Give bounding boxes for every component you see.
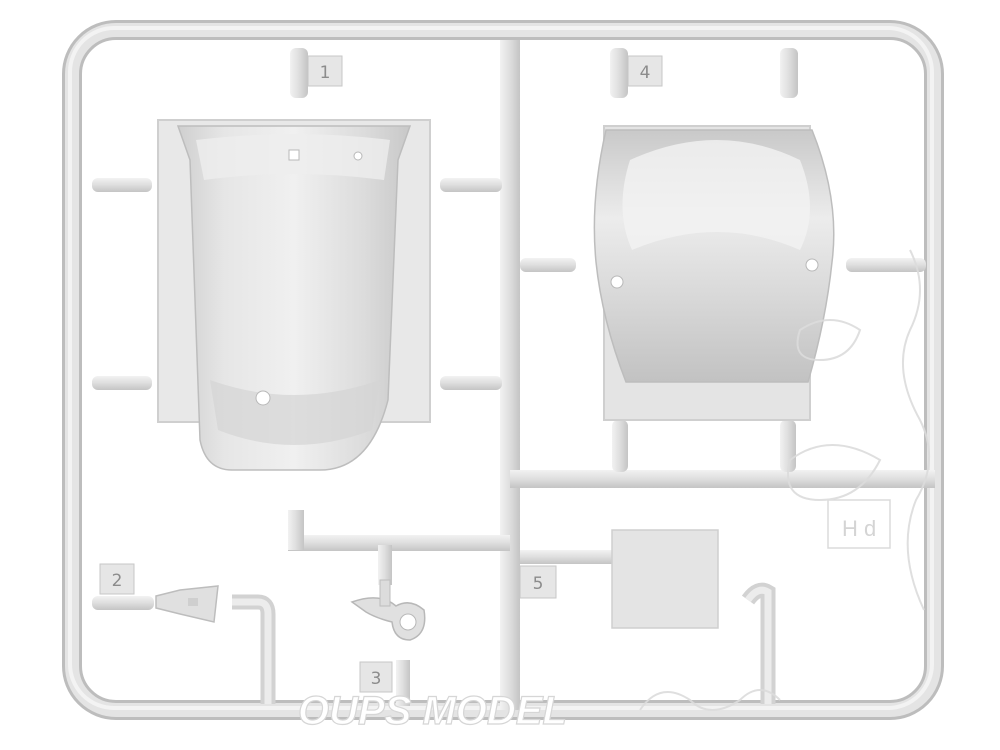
part-number-2: 2 bbox=[99, 563, 135, 595]
part-number-5: 5 bbox=[519, 565, 557, 599]
part-2-bracket bbox=[155, 585, 219, 623]
svg-text:H d: H d bbox=[842, 516, 876, 541]
svg-text:2: 2 bbox=[112, 571, 123, 591]
part-3-hook bbox=[350, 579, 426, 641]
svg-text:4: 4 bbox=[640, 63, 651, 83]
watermark-text: OUPS MODEL bbox=[298, 689, 567, 733]
watermark: OUPS MODEL H d bbox=[297, 249, 930, 734]
svg-text:5: 5 bbox=[533, 574, 544, 594]
svg-text:3: 3 bbox=[371, 669, 382, 689]
part-number-4: 4 bbox=[627, 55, 663, 87]
part-5-plate bbox=[611, 529, 719, 629]
part-4-panel bbox=[593, 125, 835, 421]
part-number-3: 3 bbox=[359, 661, 393, 693]
part-number-tags: 1 2 3 4 5 bbox=[99, 55, 663, 693]
part-1-hood bbox=[157, 119, 431, 471]
svg-text:1: 1 bbox=[320, 63, 331, 83]
sprue-runners bbox=[92, 40, 935, 710]
watermark-logo: H d bbox=[639, 249, 930, 711]
part-number-1: 1 bbox=[307, 55, 343, 87]
